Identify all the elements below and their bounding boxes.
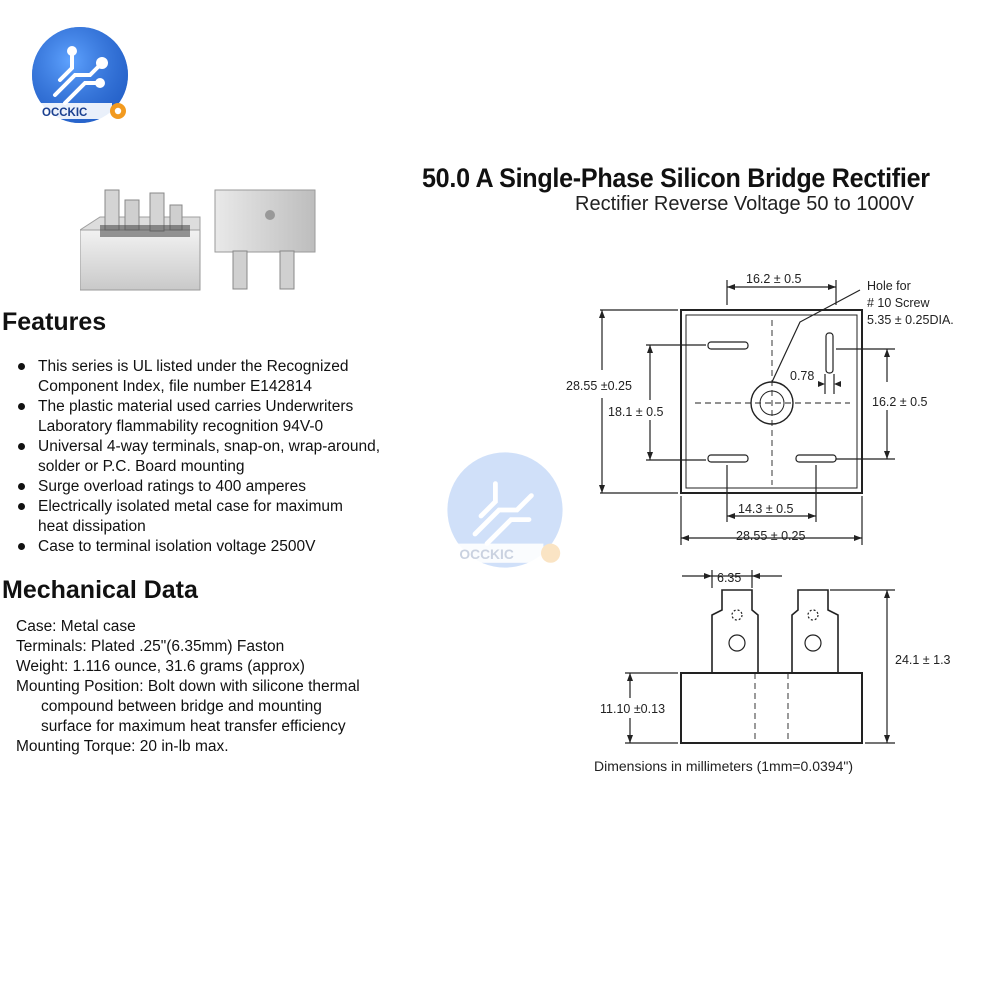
case-line: Case: Metal case: [16, 618, 136, 635]
dimensions-caption: Dimensions in millimeters (1mm=0.0394"): [594, 758, 853, 774]
list-item: Electrically isolated metal case for max…: [16, 497, 466, 537]
dim-hole-note-2: # 10 Screw: [867, 296, 931, 310]
mounting-position-cont: compound between bridge and mounting: [41, 698, 322, 715]
terminals-line: Terminals: Plated .25"(6.35mm) Faston: [16, 638, 285, 655]
list-item: Surge overload ratings to 400 amperes: [16, 477, 466, 497]
page-title: 50.0 A Single-Phase Silicon Bridge Recti…: [422, 163, 930, 193]
logo-text: OCCKIC: [42, 107, 87, 119]
mechanical-data: Case: Metal case Terminals: Plated .25"(…: [16, 617, 476, 757]
side-view-body: [680, 672, 863, 744]
brand-logo: OCCKIC: [32, 27, 128, 123]
dim-hole-note-3: 5.35 ± 0.25DIA.: [867, 313, 954, 327]
mounting-position-cont: surface for maximum heat transfer effici…: [41, 718, 346, 735]
dim-left-outer: 28.55 ±0.25: [566, 379, 632, 393]
top-view-body: [680, 309, 863, 494]
mounting-position-line: Mounting Position: Bolt down with silico…: [16, 678, 360, 695]
mechanical-heading: Mechanical Data: [2, 576, 198, 604]
watermark-logo: OCCKIC: [447, 452, 563, 568]
list-item: This series is UL listed under the Recog…: [16, 357, 466, 397]
list-item: The plastic material used carries Underw…: [16, 397, 466, 437]
dim-left-inner: 18.1 ± 0.5: [608, 405, 664, 419]
dim-bottom-inner: 14.3 ± 0.5: [738, 502, 794, 516]
weight-line: Weight: 1.116 ounce, 31.6 grams (approx): [16, 658, 305, 675]
features-heading: Features: [2, 308, 107, 336]
dim-bottom-outer: 28.55 ± 0.25: [736, 529, 805, 543]
dim-top-width: 16.2 ± 0.5: [746, 272, 802, 286]
product-photos: [80, 189, 316, 291]
dim-right-inner: 16.2 ± 0.5: [872, 395, 928, 409]
dim-height-body: 11.10 ±0.13: [600, 702, 665, 716]
page-subtitle: Rectifier Reverse Voltage 50 to 1000V: [575, 193, 915, 215]
torque-line: Mounting Torque: 20 in-lb max.: [16, 738, 229, 755]
rectifier-photo-front: [80, 189, 201, 291]
dim-terminal-width: 6.35: [717, 571, 741, 585]
gear-icon: [110, 103, 126, 119]
watermark-text: OCCKIC: [459, 547, 513, 562]
dim-tab: 0.78: [790, 369, 814, 383]
gear-icon: [541, 543, 561, 563]
rectifier-photo-back: [214, 189, 316, 290]
dimension-drawing: 16.2 ± 0.5 Hole for # 10 Screw 5.35 ± 0.…: [566, 272, 954, 744]
features-list: This series is UL listed under the Recog…: [16, 357, 466, 557]
dim-height-total: 24.1 ± 1.3: [895, 653, 951, 667]
dim-hole-note-1: Hole for: [867, 279, 911, 293]
list-item: Case to terminal isolation voltage 2500V: [16, 537, 466, 557]
list-item: Universal 4-way terminals, snap-on, wrap…: [16, 437, 466, 477]
